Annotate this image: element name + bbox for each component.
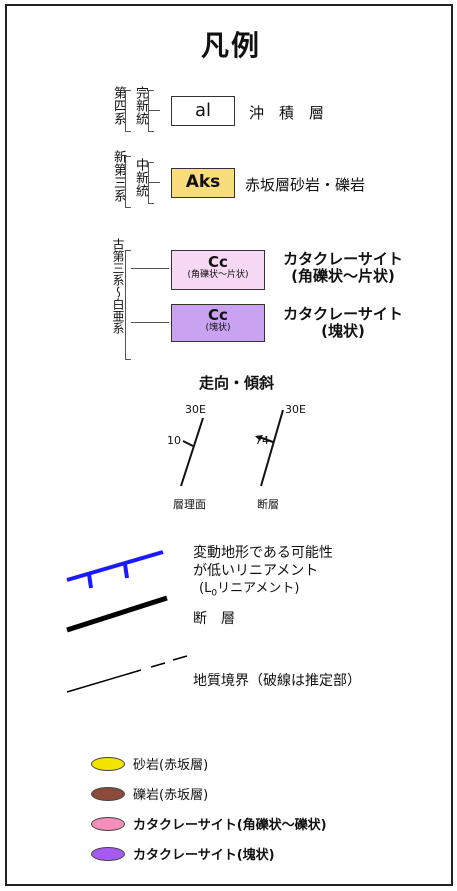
connector-tick (148, 182, 160, 183)
swatch-label: カタクレーサイト(角礫状〜礫状) (133, 818, 327, 833)
strike-dip-title: 走向・傾斜 (199, 374, 275, 392)
lineament-line1: 変動地形である可能性 (193, 545, 333, 561)
lineament-prefix: (L (199, 581, 212, 596)
fault-strike-line (260, 409, 284, 487)
fault-strike-value: 30E (285, 403, 306, 416)
connector-tick (131, 268, 169, 269)
era-neogene: 新第三系 (111, 150, 126, 202)
boundary-dash (172, 655, 188, 661)
connector-tick (131, 322, 169, 323)
bed-label: 層理面 (173, 498, 206, 511)
epoch-miocene: 中新統 (133, 158, 148, 197)
unit-sub-cc: (角礫状〜片状) (187, 270, 249, 280)
unit-desc-cc-breccia: カタクレーサイト (角礫状〜片状) (273, 251, 413, 285)
unit-code-cc: Cc (208, 306, 228, 324)
lineament-symbol (66, 550, 164, 589)
boundary-symbol (66, 655, 188, 693)
unit-code-cc: Cc (208, 253, 228, 271)
fault-legend-label: 断 層 (193, 611, 235, 627)
unit-desc-line: (角礫状〜片状) (291, 267, 395, 285)
fault-dip-arrow (255, 435, 263, 441)
lineament-tick (87, 573, 93, 589)
unit-code-al: al (194, 100, 212, 121)
boundary-dash (150, 662, 166, 668)
bed-strike-value: 30E (185, 403, 206, 416)
bedding-strike-line (180, 417, 204, 487)
lineament-line3: (L0リニアメント) (193, 580, 333, 603)
lineament-tick (123, 563, 129, 579)
unit-desc-line: (塊状) (321, 322, 365, 340)
unit-desc-aks: 赤坂層砂岩・礫岩 (245, 176, 366, 194)
lineament-suffix: リニアメント) (217, 581, 300, 596)
bracket-neogene (125, 156, 131, 208)
swatch-label: 礫岩(赤坂層) (133, 788, 209, 803)
swatch-label: 砂岩(赤坂層) (133, 758, 209, 773)
lineament-subscript: 0 (211, 588, 218, 599)
unit-desc-al: 沖 積 層 (249, 104, 325, 122)
connector-tick (148, 110, 160, 111)
era-quaternary: 第四系 (111, 86, 126, 125)
lineament-line (66, 550, 164, 582)
bracket-miocene (148, 162, 154, 204)
lineament-label: 変動地形である可能性 が低いリニアメント (L0リニアメント) (193, 544, 333, 603)
fault-line (66, 595, 168, 633)
bracket-paleogene (125, 250, 131, 360)
lineament-line2: が低いリニアメント (193, 563, 319, 579)
fault-label: 断層 (257, 498, 279, 511)
legend-frame: 凡例 第四系 完新統 al 沖 積 層 新第三系 中新統 Aks 赤坂層砂岩・礫… (5, 4, 453, 886)
swatch-cataclasite-breccia (91, 817, 125, 831)
swatch-cataclasite-massive (91, 847, 125, 861)
swatch-conglomerate (91, 787, 125, 801)
unit-desc-line: カタクレーサイト (283, 250, 403, 268)
era-paleogene-cretaceous: 古第三系〜白亜系 (111, 238, 125, 334)
bedding-dip-tick (182, 440, 194, 447)
unit-box-aks: Aks (171, 168, 235, 198)
strike-dip-symbols (180, 409, 284, 487)
swatch-label: カタクレーサイト(塊状) (133, 848, 275, 863)
unit-box-al: al (171, 96, 235, 126)
unit-desc-cc-massive: カタクレーサイト (塊状) (273, 306, 413, 340)
unit-desc-line: カタクレーサイト (283, 305, 403, 323)
unit-box-cc-breccia: Cc (角礫状〜片状) (171, 250, 265, 290)
swatch-sandstone (91, 757, 125, 771)
epoch-holocene: 完新統 (133, 86, 148, 125)
unit-box-cc-massive: Cc (塊状) (171, 304, 265, 342)
legend-title: 凡例 (200, 29, 261, 62)
boundary-solid-line (66, 669, 142, 693)
boundary-legend-label: 地質境界（破線は推定部） (193, 673, 361, 689)
fault-dip-value: 74 (255, 434, 269, 447)
bracket-holocene (148, 90, 154, 132)
unit-code-aks: Aks (185, 172, 221, 192)
bed-dip-value: 10 (167, 434, 181, 447)
fault-symbol (66, 595, 168, 633)
unit-sub-cc: (塊状) (205, 323, 231, 333)
bracket-quaternary (125, 90, 131, 132)
